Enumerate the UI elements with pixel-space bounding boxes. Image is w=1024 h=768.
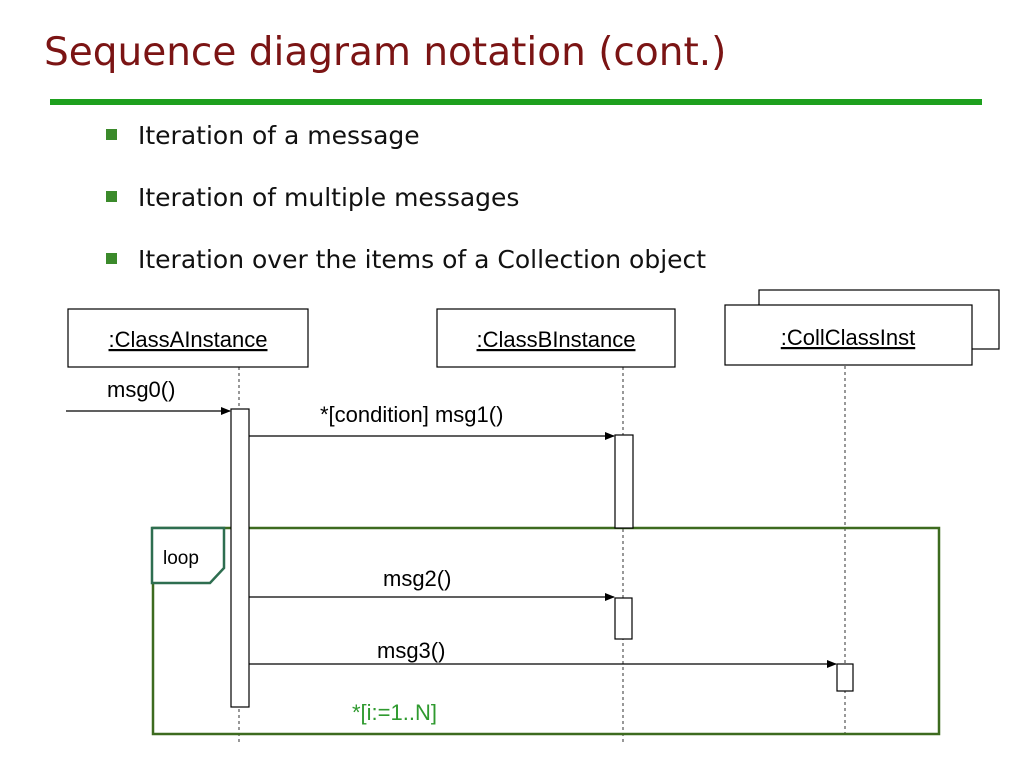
object-box-class-b — [436, 308, 676, 368]
bullet-text: Iteration of a message — [138, 121, 420, 150]
loop-tab — [150, 526, 226, 585]
message-label-msg1: *[condition] msg1() — [320, 402, 503, 427]
square-bullet-icon — [106, 191, 117, 202]
message-label-msg3: msg3() — [377, 638, 445, 663]
message-label-msg0: msg0() — [107, 377, 175, 402]
loop-guard: *[i:=1..N] — [352, 700, 437, 725]
loop-fragment — [151, 526, 941, 736]
loop-label: loop — [163, 548, 199, 569]
activation-class-b-msg2 — [614, 597, 633, 640]
title-rule — [50, 99, 982, 105]
object-label-class-b: :ClassBInstance — [477, 327, 636, 352]
square-bullet-icon — [106, 253, 117, 264]
square-bullet-icon — [106, 129, 117, 140]
object-box-coll — [724, 304, 973, 366]
object-label-coll: :CollClassInst — [781, 325, 915, 350]
message-label-msg2: msg2() — [383, 566, 451, 591]
object-label-class-a: :ClassAInstance — [109, 327, 268, 352]
object-box-class-a — [67, 308, 309, 368]
bullet-text: Iteration over the items of a Collection… — [138, 245, 707, 274]
activation-class-a — [230, 408, 250, 708]
slide-title: Sequence diagram notation (cont.) — [44, 30, 727, 75]
bullet-text: Iteration of multiple messages — [138, 183, 520, 212]
activation-class-b-msg1 — [614, 434, 634, 529]
activation-coll-msg3 — [836, 663, 854, 692]
